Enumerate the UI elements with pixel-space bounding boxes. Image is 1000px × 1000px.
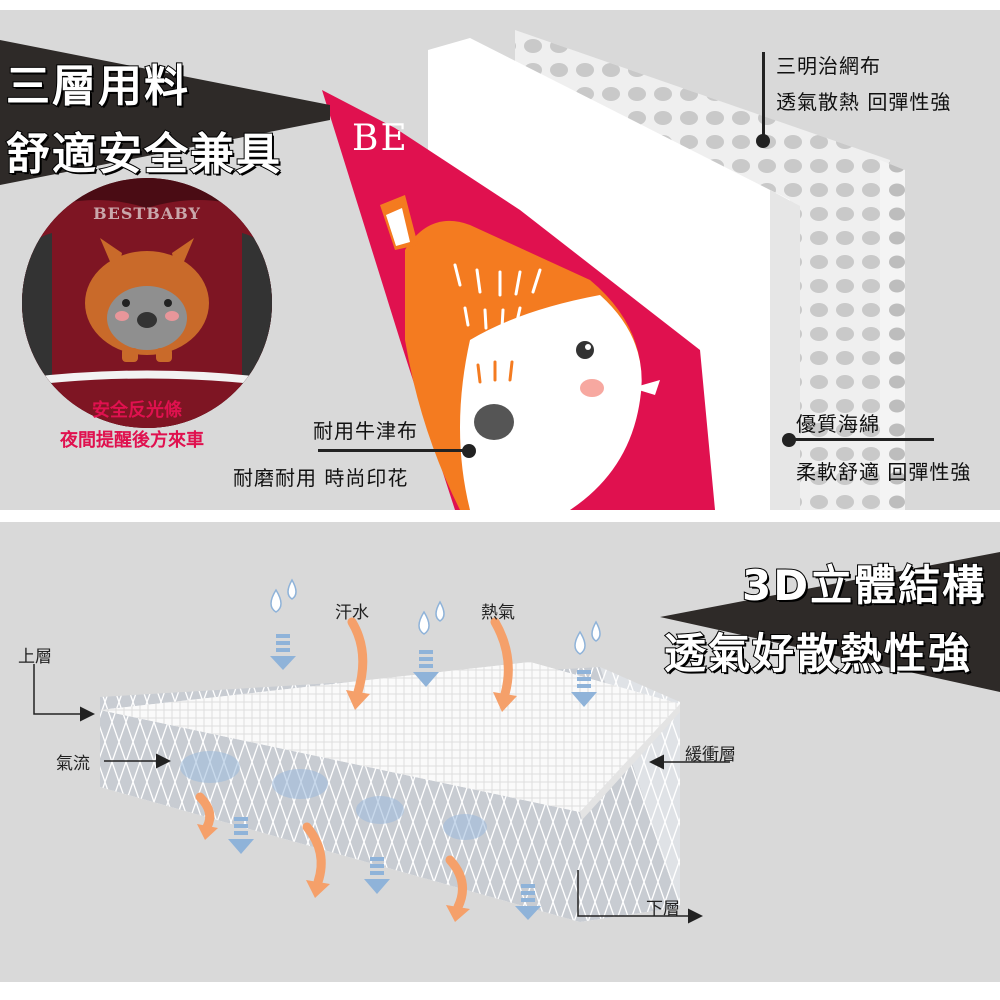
mesh-label-line2: 透氣散熱 回彈性強 [776,90,952,114]
vest-illustration [22,178,272,428]
sponge-callout-line [792,438,934,441]
oxford-callout-line [318,449,468,452]
mesh-callout-line [762,52,765,140]
oxford-label-line1: 耐用牛津布 [313,419,418,443]
top-headline-line2: 舒適安全兼具 [5,128,282,181]
sponge-label-line2: 柔軟舒適 回彈性強 [796,460,972,484]
vest-brand-text: BESTBABY [93,204,201,223]
oxford-callout-dot [462,444,476,458]
reflective-label-line2: 夜間提醒後方來車 [60,430,204,451]
buffer-layer-label: 緩衝層 [685,745,736,765]
layered-material-illustration [0,30,905,510]
bottom-headline-line2: 透氣好散熱性強 [663,628,973,679]
mesh-callout-dot [756,134,770,148]
heat-label: 熱氣 [481,603,515,623]
vest-inset-circle: BESTBABY [22,178,272,428]
mesh-label-line1: 三明治網布 [776,54,881,78]
airflow-label: 氣流 [56,754,90,774]
upper-layer-label: 上層 [18,647,52,667]
sweat-label: 汗水 [335,603,369,623]
fabric-brand-partial: BE [352,118,409,159]
sponge-callout-dot [782,433,796,447]
mesh-structure-illustration [33,552,1000,924]
lower-layer-label: 下層 [646,899,680,919]
sponge-label-line1: 優質海綿 [796,412,880,436]
oxford-label-line2: 耐磨耐用 時尚印花 [233,466,409,490]
reflective-label-line1: 安全反光條 [92,400,182,421]
bottom-panel: 3D立體結構 透氣好散熱性強 汗水 熱氣 上層 氣流 緩衝層 下層 [0,522,1000,982]
top-headline-line1: 三層用料 [5,60,190,113]
bottom-headline-line1: 3D立體結構 [741,560,987,611]
top-panel: 三層用料 舒適安全兼具 BE BESTBABY 安全反光條 夜間提醒後方來 [0,10,1000,510]
